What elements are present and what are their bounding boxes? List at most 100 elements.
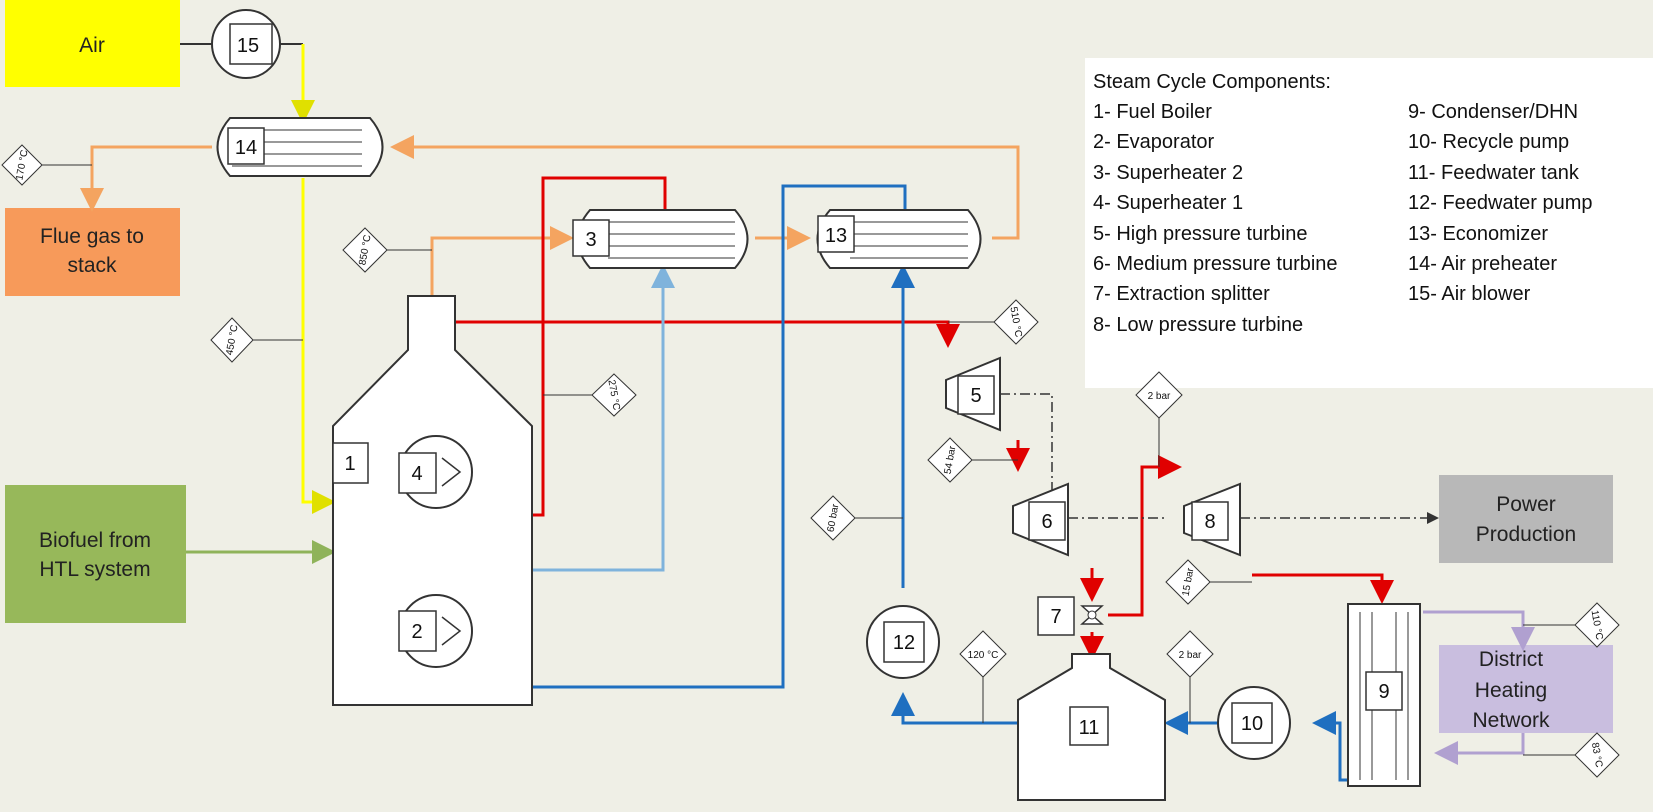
tag-450-diamond <box>210 317 254 363</box>
power-label-1: Power <box>1496 493 1556 516</box>
biofuel-label-1: Biofuel from <box>39 529 151 552</box>
tag-54bar-diamond <box>927 437 973 483</box>
superheater2-id-box <box>572 219 610 257</box>
condenser-id-box <box>1365 671 1403 711</box>
legend-item: 8- Low pressure turbine <box>1093 314 1303 336</box>
legend-item: 3- Superheater 2 <box>1093 162 1243 184</box>
legend-item: 2- Evaporator <box>1093 131 1215 153</box>
component-10-label: 10 <box>1241 713 1263 735</box>
component-3-label: 3 <box>585 229 596 251</box>
feedwater-pump-id-box <box>883 621 925 663</box>
tag-170-text: 170 °C <box>14 149 30 181</box>
lp-exhaust-to-condenser-line <box>1252 573 1394 604</box>
component-4-label: 4 <box>411 463 422 485</box>
component-9-label: 9 <box>1378 681 1389 703</box>
component-1-label: 1 <box>344 453 355 475</box>
legend-item: 10- Recycle pump <box>1408 131 1569 153</box>
air-label: Air <box>79 34 105 57</box>
legend-panel <box>1085 58 1653 388</box>
tag-275-text: 275 °C <box>605 379 621 411</box>
legend-item: 12- Feedwater pump <box>1408 192 1593 214</box>
tag-15bar-diamond <box>1165 559 1211 605</box>
legend-item: 4- Superheater 1 <box>1093 192 1243 214</box>
component-2-label: 2 <box>411 621 422 643</box>
legend-item: 7- Extraction splitter <box>1093 283 1270 305</box>
legend-item: 15- Air blower <box>1408 283 1531 305</box>
tag-120-diamond <box>959 630 1007 678</box>
flue-gas-to-preheater-line <box>390 135 1020 240</box>
tag-2bar-bottom-diamond <box>1166 630 1214 678</box>
mp-turbine-id-box <box>1028 501 1066 541</box>
dhn-label-2: Heating <box>1475 679 1547 702</box>
splitter-id-box <box>1037 596 1075 636</box>
dhn-supply-line <box>1423 610 1535 651</box>
component-13-label: 13 <box>825 225 847 247</box>
legend-item: 5- High pressure turbine <box>1093 223 1308 245</box>
component-8-label: 8 <box>1204 511 1215 533</box>
power-production-box <box>1439 475 1613 563</box>
tag-60bar-diamond <box>810 495 856 541</box>
feedwater-tank-id-box <box>1069 706 1109 746</box>
tag-2bar-bottom-text: 2 bar <box>1179 650 1202 661</box>
extraction-to-lp-line <box>1108 455 1182 617</box>
tank-to-feedpump-line <box>891 692 1018 725</box>
component-6-label: 6 <box>1041 511 1052 533</box>
component-14-label: 14 <box>235 137 257 159</box>
component-12-label: 12 <box>893 632 915 654</box>
superheater1-symbol <box>441 457 462 487</box>
tag-275-diamond <box>591 373 637 417</box>
biofuel-box <box>5 485 186 623</box>
dhn-box <box>1439 645 1613 733</box>
biofuel-label-2: HTL system <box>39 558 150 581</box>
legend-title: Steam Cycle Components: <box>1093 71 1331 93</box>
legend-item: 13- Economizer <box>1408 223 1548 245</box>
tag-110-diamond <box>1574 602 1620 648</box>
flue-gas-label-1: Flue gas to <box>40 225 144 248</box>
legend-group: Steam Cycle Components: 1- Fuel Boiler 2… <box>1093 71 1593 336</box>
dhn-label-1: District <box>1479 648 1543 671</box>
hp-turbine-id-box <box>957 375 995 415</box>
tag-110-text: 110 °C <box>1588 609 1604 640</box>
component-11-label: 11 <box>1079 717 1100 739</box>
legend-item: 11- Feedwater tank <box>1408 162 1580 184</box>
tag-15bar-text: 15 bar <box>1181 567 1197 597</box>
flue-gas-label-2: stack <box>67 254 117 277</box>
splitter-valve-center <box>1087 610 1097 620</box>
shaft-hp-line <box>1000 393 1053 518</box>
component-15-label: 15 <box>237 35 259 57</box>
air-box <box>5 0 180 87</box>
legend-item: 14- Air preheater <box>1408 253 1557 275</box>
tag-60bar-text: 60 bar <box>826 503 842 533</box>
superheater1-id-box <box>398 452 437 494</box>
legend-item: 9- Condenser/DHN <box>1408 101 1578 123</box>
tag-850-text: 850 °C <box>357 234 373 266</box>
flue-gas-to-sh2-line <box>430 226 574 296</box>
legend-item: 1- Fuel Boiler <box>1093 101 1212 123</box>
tag-83-text: 83 °C <box>1589 742 1604 769</box>
boiler-id-box <box>332 442 369 484</box>
power-label-2: Production <box>1476 523 1576 546</box>
legend-item: 6- Medium pressure turbine <box>1093 253 1338 275</box>
evaporator-id-box <box>398 610 437 652</box>
tag-120-text: 120 °C <box>968 650 999 661</box>
component-7-label: 7 <box>1050 606 1061 628</box>
tag-2bar-top-diamond <box>1135 371 1183 419</box>
tag-510-diamond <box>993 299 1039 345</box>
tag-83-diamond <box>1574 732 1620 778</box>
hot-air-to-boiler-line <box>301 178 336 514</box>
tag-2bar-top-text: 2 bar <box>1148 391 1171 402</box>
recycle-pump-id-box <box>1231 702 1273 744</box>
tag-170-diamond <box>1 144 43 186</box>
tag-850-diamond <box>342 227 388 273</box>
tag-54bar-text: 54 bar <box>943 445 959 475</box>
dhn-return-line <box>1434 733 1525 765</box>
flue-gas-to-stack-line <box>80 145 212 212</box>
evaporator-symbol <box>441 616 462 646</box>
economizer-id-box <box>817 215 855 253</box>
air-preheater-id-box <box>227 127 265 165</box>
tag-450-text: 450 °C <box>224 324 240 356</box>
flue-gas-box <box>5 208 180 296</box>
tag-510-text: 510 °C <box>1007 306 1023 338</box>
